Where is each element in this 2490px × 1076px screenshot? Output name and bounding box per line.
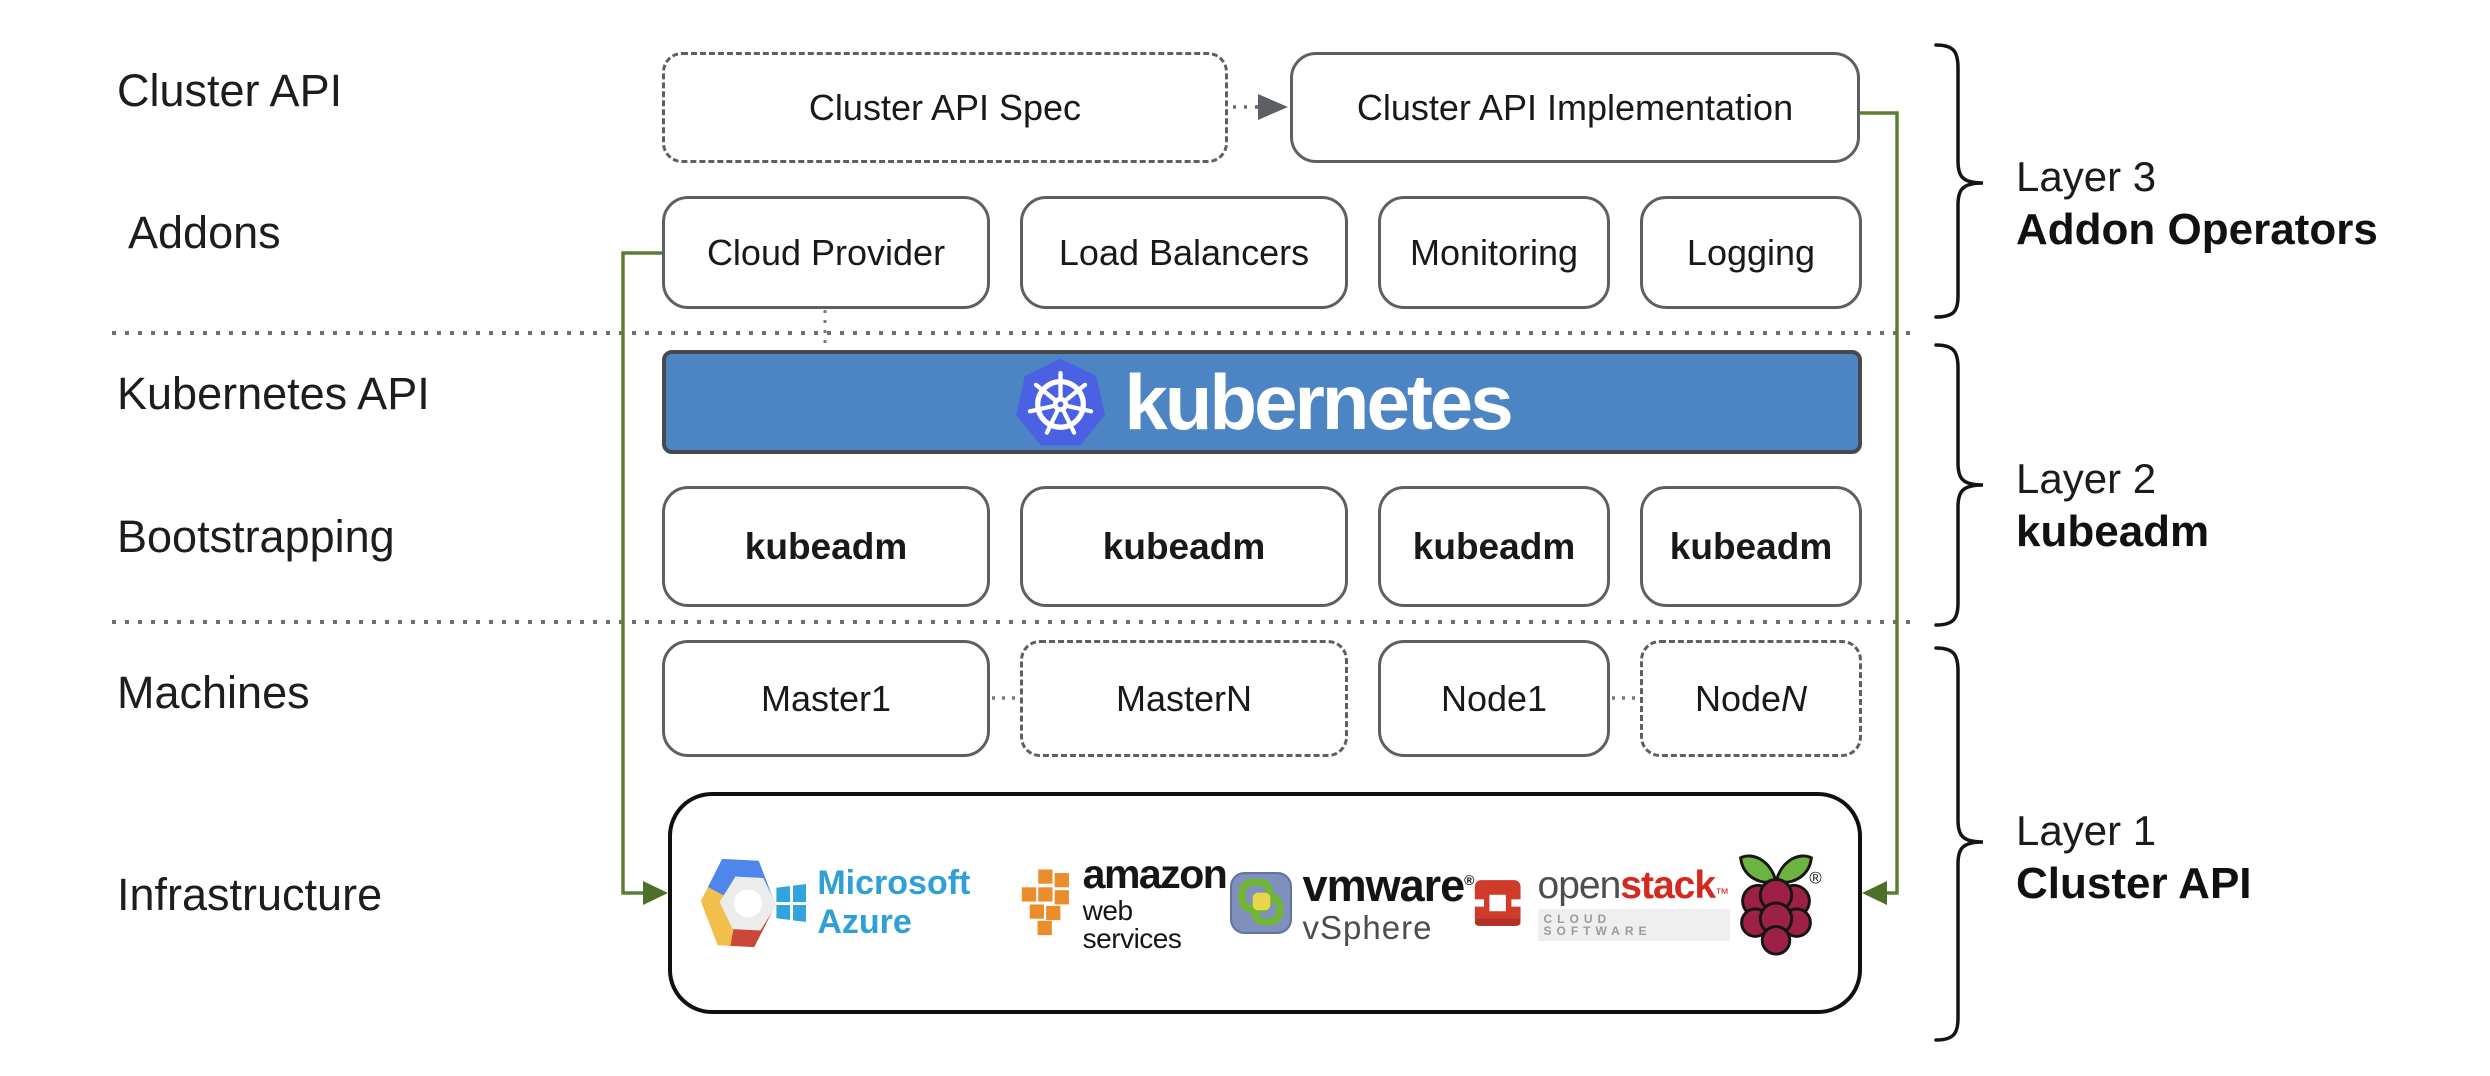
vmware-wordmark: vmware® vSphere: [1302, 859, 1475, 946]
raspberry-pi-icon: ®: [1739, 854, 1822, 956]
row-label-infrastructure: Infrastructure: [117, 869, 383, 920]
kubeadm-box-3: kubeadm: [1378, 486, 1610, 607]
node-1-label: Node: [1440, 677, 1528, 719]
aws-cubes-icon: [1021, 869, 1069, 936]
aws-wordmark-line1: amazon: [1082, 850, 1228, 897]
infrastructure-providers-box: Microsoft Azure amazon web services: [668, 792, 1862, 1014]
master-n-box: Master N: [1020, 640, 1348, 757]
node-1-number: 1: [1527, 677, 1548, 719]
vmware-registered-mark: ®: [1464, 871, 1474, 888]
kubernetes-banner: kubernetes: [662, 350, 1862, 454]
aws-wordmark-line2: web services: [1082, 894, 1182, 954]
row-label-addons: Addons: [128, 207, 281, 258]
spec-to-impl-arrowhead: [1258, 94, 1288, 120]
cluster-api-implementation-box: Cluster API Implementation: [1290, 52, 1860, 163]
layer-2-label: Layer 2 kubeadm: [2016, 452, 2209, 558]
kubernetes-logo-icon: [1016, 358, 1106, 445]
raspberry-pi-logo: ®: [1730, 848, 1822, 958]
openstack-word-open: open: [1537, 863, 1622, 907]
monitoring-box: Monitoring: [1378, 196, 1610, 309]
row-label-cluster-api: Cluster API: [117, 65, 343, 116]
node-n-number: N: [1781, 677, 1808, 719]
layer-1-bracket: [1934, 646, 1984, 1042]
vmware-vsphere-logo: vmware® vSphere: [1229, 859, 1475, 946]
raspberry-pi-registered-mark: ®: [1809, 868, 1822, 887]
cloud-provider-to-infrastructure-line: [621, 251, 662, 895]
layer-1-name: Cluster API: [2016, 859, 2252, 908]
row-label-machines: Machines: [117, 667, 310, 718]
layer-3-label: Layer 3 Addon Operators: [2016, 150, 2378, 256]
row-label-bootstrapping: Bootstrapping: [117, 511, 395, 562]
cluster-api-spec-box: Cluster API Spec: [662, 52, 1228, 163]
openstack-word-stack: stack: [1620, 863, 1716, 907]
layer-1-title: Layer 1: [2016, 807, 2157, 854]
vsphere-icon: [1229, 872, 1292, 934]
layer-3-bracket: [1934, 43, 1984, 319]
layer-1-label: Layer 1 Cluster API: [2016, 804, 2252, 910]
master-1-label: Master: [760, 677, 871, 719]
aws-logo: amazon web services: [1019, 850, 1230, 954]
kubeadm-box-2: kubeadm: [1020, 486, 1348, 607]
layer-3-title: Layer 3: [2016, 153, 2157, 200]
master-n-label: Master: [1115, 677, 1227, 719]
openstack-trademark: ™: [1715, 884, 1730, 901]
google-cloud-icon: [698, 855, 779, 951]
implementation-to-infrastructure-line: [1860, 111, 1899, 895]
master-1-box: Master 1: [662, 640, 990, 757]
kubernetes-banner-label: kubernetes: [1124, 357, 1513, 446]
master-n-number: N: [1226, 677, 1253, 719]
right-green-arrowhead: [1862, 881, 1887, 905]
kubeadm-box-1: kubeadm: [662, 486, 990, 607]
node-1-box: Node 1: [1378, 640, 1610, 757]
layer-2-title: Layer 2: [2016, 455, 2157, 502]
logging-box: Logging: [1640, 196, 1862, 309]
azure-wordmark: Microsoft Azure: [817, 864, 971, 941]
node-n-box: Node N: [1640, 640, 1862, 757]
divider-bootstrap-machines: [112, 620, 1912, 624]
aws-wordmark: amazon web services: [1082, 850, 1230, 954]
row-label-kubernetes-api: Kubernetes API: [117, 368, 430, 419]
layer-2-name: kubeadm: [2016, 507, 2210, 556]
layer-2-bracket: [1934, 343, 1984, 627]
node-n-label: Node: [1694, 677, 1782, 719]
openstack-icon: [1473, 880, 1527, 926]
master-1-number: 1: [871, 677, 892, 719]
kubeadm-box-4: kubeadm: [1640, 486, 1862, 607]
vmware-wordmark-line2: vSphere: [1302, 908, 1433, 946]
windows-flag-icon: [776, 884, 807, 922]
load-balancers-box: Load Balancers: [1020, 196, 1348, 309]
openstack-subtitle: CLOUD SOFTWARE: [1537, 908, 1730, 941]
left-green-arrowhead: [643, 881, 668, 905]
vmware-wordmark-line1: vmware®: [1302, 859, 1475, 911]
microsoft-azure-logo: Microsoft Azure: [776, 864, 1018, 942]
divider-addons-kubernetes: [112, 331, 1912, 335]
cloud-provider-box: Cloud Provider: [662, 196, 990, 309]
layer-3-name: Addon Operators: [2016, 205, 2378, 254]
